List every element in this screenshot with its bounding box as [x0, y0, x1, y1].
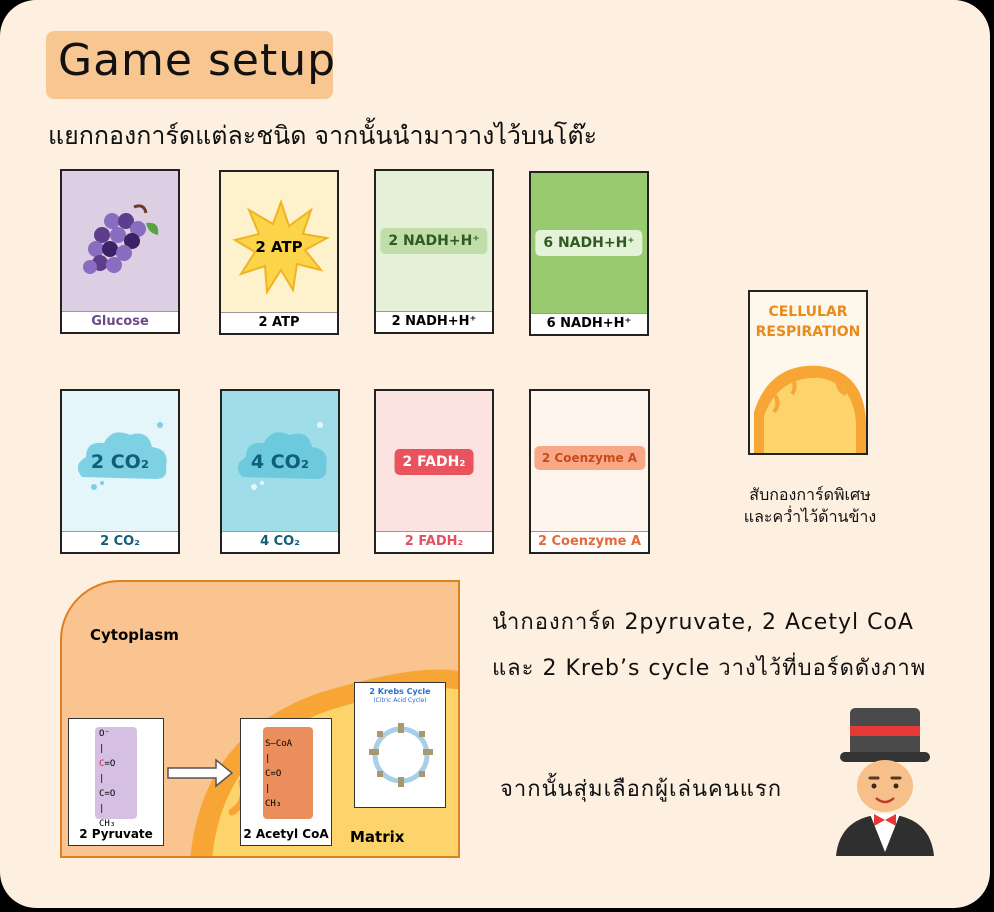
instruction-line2: และ 2 Kreb’s cycle วางไว้ที่บอร์ดดังภาพ	[492, 656, 927, 681]
card-caption: Glucose	[62, 311, 178, 332]
special-card-note-line2: และคว่ำไว้ด้านข้าง	[743, 507, 877, 526]
card-atp[interactable]: 2 ATP 2 ATP	[219, 170, 339, 335]
cloud-icon	[237, 422, 327, 490]
special-card-note: สับกองการ์ดพิเศษ และคว่ำไว้ด้านข้าง	[720, 484, 900, 528]
card-2-coenzyme-a[interactable]: 2 Coenzyme A 2 Coenzyme A	[529, 389, 650, 554]
title-box	[46, 31, 333, 99]
card-4-co2[interactable]: 4 CO₂ 4 CO₂	[220, 389, 340, 554]
card-caption: 4 CO₂	[222, 531, 338, 552]
krebs-cycle-slot[interactable]: 2 Krebs Cycle (Citric Acid Cycle)	[354, 682, 446, 808]
krebs-title: 2 Krebs Cycle	[369, 687, 431, 696]
arrow-right-icon	[167, 758, 234, 788]
instruction-line3: จากนั้นสุ่มเลือกผู้เล่นคนแรก	[500, 777, 783, 802]
card-6-nadh[interactable]: 6 NADH+H⁺ 6 NADH+H⁺	[529, 171, 649, 336]
cytoplasm-label: Cytoplasm	[90, 626, 179, 644]
instruction-line1: นำกองการ์ด 2pyruvate, 2 Acetyl CoA	[492, 610, 914, 635]
special-card-title-line1: CELLULAR	[768, 304, 848, 320]
game-board[interactable]: Cytoplasm Matrix O⁻|C=O|C=O|CH₃ 2 Pyruva…	[60, 580, 460, 858]
pyruvate-slot[interactable]: O⁻|C=O|C=O|CH₃ 2 Pyruvate	[68, 718, 164, 846]
card-2-nadh[interactable]: 2 NADH+H⁺ 2 NADH+H⁺	[374, 169, 494, 334]
card-2-fadh2[interactable]: 2 FADH₂ 2 FADH₂	[374, 389, 494, 554]
card-label: 4 CO₂	[250, 451, 310, 473]
krebs-subtitle: (Citric Acid Cycle)	[373, 697, 427, 704]
card-label: 2 FADH₂	[394, 449, 474, 475]
mitochondria-icon	[754, 365, 866, 453]
card-caption: 2 ATP	[221, 312, 337, 333]
special-card-title-line2: RESPIRATION	[755, 324, 861, 340]
card-label: 2 ATP	[255, 238, 303, 256]
starburst-icon	[232, 198, 331, 296]
card-caption: 2 NADH+H⁺	[376, 311, 492, 332]
acetyl-structure: S—CoA|C=O|CH₃	[265, 739, 293, 809]
cloud-icon	[77, 422, 167, 490]
card-label: 2 CO₂	[90, 451, 150, 473]
magician-icon	[836, 708, 934, 856]
matrix-label: Matrix	[350, 828, 405, 846]
special-card-title: CELLULAR RESPIRATION	[750, 302, 866, 342]
cycle-diagram-icon	[369, 723, 433, 787]
card-2-co2[interactable]: 2 CO₂ 2 CO₂	[60, 389, 180, 554]
acetyl-label: 2 Acetyl CoA	[243, 827, 329, 841]
card-glucose[interactable]: Glucose	[60, 169, 180, 334]
card-caption: 2 Coenzyme A	[531, 531, 648, 552]
card-label: 2 NADH+H⁺	[380, 228, 488, 254]
special-card-cellular-respiration[interactable]: CELLULAR RESPIRATION	[748, 290, 868, 455]
card-caption: 6 NADH+H⁺	[531, 313, 647, 334]
pyruvate-structure: O⁻|C=O|C=O|CH₃	[99, 729, 116, 829]
page-title: Game setup	[58, 35, 337, 86]
pyruvate-label: 2 Pyruvate	[79, 827, 153, 841]
special-card-note-line1: สับกองการ์ดพิเศษ	[749, 485, 871, 504]
card-caption: 2 CO₂	[62, 531, 178, 552]
setup-instruction: แยกกองการ์ดแต่ละชนิด จากนั้นนำมาวางไว้บน…	[48, 121, 598, 150]
card-label: 2 Coenzyme A	[533, 446, 646, 470]
acetyl-coa-slot[interactable]: S—CoA|C=O|CH₃ 2 Acetyl CoA	[240, 718, 332, 846]
card-caption: 2 FADH₂	[376, 531, 492, 552]
grapes-icon	[83, 204, 159, 274]
card-label: 6 NADH+H⁺	[535, 230, 643, 256]
